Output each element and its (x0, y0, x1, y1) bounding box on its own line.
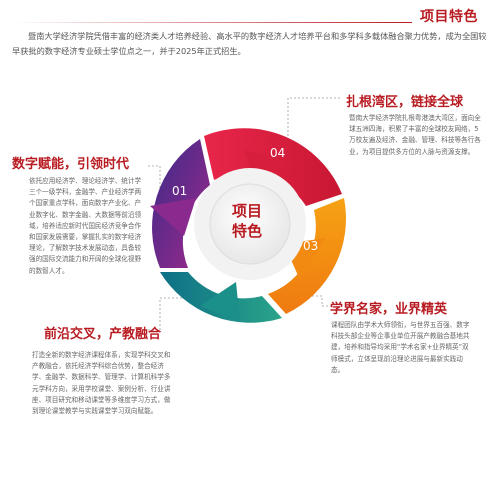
segment-label-03: 03 (303, 239, 319, 253)
feature-02-body: 打造全新的数字经济课程体系，实现学科交叉和产教融合，依托经济学科综合优势，整合经… (32, 351, 171, 416)
feature-03-body: 课程团队由学术大师领衔，与世界五百强、数字科技头部企业等企事业单位开展产教融合基… (331, 321, 470, 374)
segment-label-04: 04 (270, 146, 286, 160)
arrow-02 (200, 282, 240, 322)
feature-02-heading: 前沿交叉，产教融合 (44, 327, 162, 342)
segment-label-01: 01 (172, 184, 188, 198)
feature-04-body: 暨南大学经济学院扎根粤港澳大湾区，面向全球五洲四海，积累了丰富的全球校友网络，5… (349, 114, 481, 156)
segment-label-02: 02 (210, 274, 226, 288)
hub-text-line1: 项目 (232, 202, 263, 220)
segment-03 (268, 198, 347, 314)
feature-01-heading: 数字赋能，引领时代 (12, 157, 130, 172)
title-divider (12, 22, 412, 23)
hub-circle (209, 183, 291, 265)
connector-03 (300, 295, 332, 307)
hub-text-line2: 特色 (232, 222, 263, 240)
feature-03-heading: 学界名家，业界精英 (330, 302, 448, 317)
connector-02 (148, 297, 190, 331)
intro-paragraph: 暨南大学经济学院凭借丰富的经济类人才培养经验、高水平的数字经济人才培养平台和多学… (12, 31, 487, 56)
feature-01-body: 依托应用经济学、理论经济学、统计学三个一级学科，金融学、产业经济学两个国家重点学… (29, 177, 142, 275)
connector-04 (287, 97, 342, 156)
feature-04-heading: 扎根湾区，链接全球 (346, 95, 464, 110)
arrow-01 (150, 198, 196, 236)
section-title: 项目特色 (420, 9, 478, 25)
